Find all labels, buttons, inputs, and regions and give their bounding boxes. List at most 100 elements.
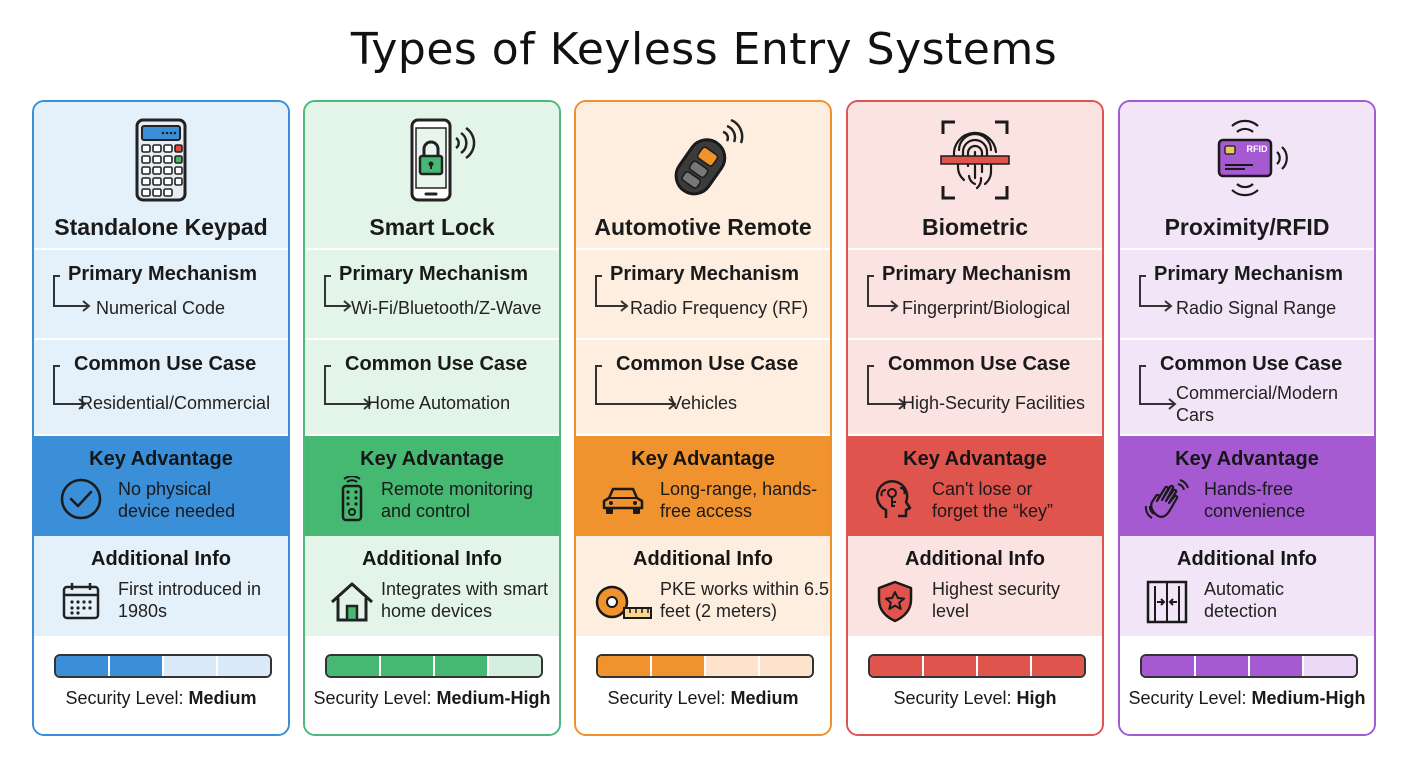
key-advantage-value: Can't lose or forget the “key”	[932, 479, 1054, 521]
use-case-section: Common Use Case Home Automation	[305, 340, 559, 436]
security-level-prefix: Security Level:	[1128, 688, 1252, 708]
additional-info-section: Additional Info Automatic detection	[1120, 536, 1374, 636]
use-case-section: Common Use Case Commercial/Modern Cars	[1120, 340, 1374, 436]
keypad-icon	[111, 116, 211, 206]
arrow-icon	[1139, 365, 1177, 410]
card-automotive-remote: Automotive Remote Primary Mechanism Radi…	[574, 100, 832, 736]
security-bar-segment	[1196, 656, 1250, 676]
security-level-value: Medium	[188, 688, 257, 708]
key-advantage-section: Key Advantage Hands-free convenience	[1120, 436, 1374, 536]
arrow-icon	[324, 275, 352, 312]
security-bar-segment	[1304, 656, 1356, 676]
security-level-bar	[868, 654, 1086, 678]
arrow-icon	[53, 365, 87, 410]
primary-mechanism-heading: Primary Mechanism	[1154, 263, 1343, 285]
rfid-card-icon: RFID	[1197, 116, 1297, 206]
security-bar-segment	[706, 656, 760, 676]
head-key-icon	[872, 476, 918, 522]
primary-mechanism-value: Wi-Fi/Bluetooth/Z-Wave	[351, 298, 542, 318]
security-bar-segment	[598, 656, 652, 676]
additional-info-heading: Additional Info	[633, 548, 773, 570]
key-advantage-section: Key Advantage Can't lose or forget the “…	[848, 436, 1102, 536]
key-advantage-heading: Key Advantage	[903, 448, 1047, 470]
security-bar-segment	[327, 656, 381, 676]
arrow-icon	[867, 365, 907, 410]
use-case-heading: Common Use Case	[1160, 353, 1343, 375]
key-advantage-section: Key Advantage Remote monitoring and cont…	[305, 436, 559, 536]
use-case-section: Common Use Case High-Security Facilities	[848, 340, 1102, 436]
additional-info-section: Additional Info Highest security level	[848, 536, 1102, 636]
security-level-prefix: Security Level:	[313, 688, 437, 708]
card-title: Standalone Keypad	[54, 214, 268, 240]
car-icon	[600, 476, 646, 522]
primary-mechanism-value: Fingerprint/Biological	[902, 298, 1071, 318]
cards-container: Standalone Keypad Primary Mechanism Nume…	[32, 100, 1378, 736]
key-advantage-value: Remote monitoring and control	[381, 479, 534, 521]
card-standalone-keypad: Standalone Keypad Primary Mechanism Nume…	[32, 100, 290, 736]
primary-mechanism-section: Primary Mechanism Numerical Code	[34, 250, 288, 340]
key-advantage-value: Long-range, hands-free access	[660, 479, 818, 521]
use-case-heading: Common Use Case	[345, 353, 528, 375]
primary-mechanism-section: Primary Mechanism Radio Signal Range	[1120, 250, 1374, 340]
security-bar-segment	[218, 656, 270, 676]
security-level-bar	[596, 654, 814, 678]
tape-measure-icon	[594, 578, 654, 624]
security-level-section: Security Level: Medium-High	[305, 636, 559, 734]
primary-mechanism-heading: Primary Mechanism	[68, 263, 257, 285]
security-bar-segment	[56, 656, 110, 676]
security-level-value: High	[1016, 688, 1057, 708]
card-title: Smart Lock	[369, 214, 495, 240]
use-case-heading: Common Use Case	[616, 353, 799, 375]
security-level-value: Medium-High	[1251, 688, 1366, 708]
primary-mechanism-section: Primary Mechanism Radio Frequency (RF)	[576, 250, 830, 340]
security-bar-segment	[1032, 656, 1084, 676]
primary-mechanism-value: Radio Frequency (RF)	[630, 298, 809, 318]
security-bar-segment	[489, 656, 541, 676]
primary-mechanism-value: Numerical Code	[96, 298, 226, 318]
key-advantage-section: Key Advantage No physical device needed	[34, 436, 288, 536]
primary-mechanism-heading: Primary Mechanism	[882, 263, 1071, 285]
card-proximity-rfid: RFID Proximity/RFID Primary Mechanism Ra…	[1118, 100, 1376, 736]
fingerprint-scanner-icon	[925, 116, 1025, 206]
card-title: Automotive Remote	[594, 214, 812, 240]
key-advantage-heading: Key Advantage	[631, 448, 775, 470]
additional-info-section: Additional Info Integrates with smart ho…	[305, 536, 559, 636]
key-advantage-value: No physical device needed	[118, 479, 236, 521]
key-advantage-value: Hands-free convenience	[1204, 479, 1306, 521]
checkmark-icon	[58, 476, 104, 522]
key-advantage-section: Key Advantage Long-range, hands-free acc…	[576, 436, 830, 536]
card-header: Automotive Remote	[576, 102, 830, 250]
use-case-section: Common Use Case Residential/Commercial	[34, 340, 288, 436]
security-level-value: Medium	[730, 688, 799, 708]
arrow-icon	[867, 275, 899, 312]
use-case-value: Home Automation	[367, 393, 511, 413]
key-advantage-heading: Key Advantage	[89, 448, 233, 470]
security-level-prefix: Security Level:	[65, 688, 189, 708]
arrow-icon	[1139, 275, 1173, 312]
security-level-prefix: Security Level:	[607, 688, 731, 708]
card-header: Standalone Keypad	[34, 102, 288, 250]
card-title: Proximity/RFID	[1164, 214, 1330, 240]
additional-info-heading: Additional Info	[91, 548, 231, 570]
additional-info-value: First introduced in 1980s	[118, 579, 262, 621]
use-case-value: Vehicles	[670, 393, 738, 413]
use-case-value: Residential/Commercial	[80, 393, 271, 413]
security-level-value: Medium-High	[436, 688, 551, 708]
key-advantage-heading: Key Advantage	[1175, 448, 1319, 470]
security-bar-segment	[1142, 656, 1196, 676]
primary-mechanism-heading: Primary Mechanism	[610, 263, 799, 285]
security-bar-segment	[870, 656, 924, 676]
security-level-section: Security Level: High	[848, 636, 1102, 734]
use-case-value: High-Security Facilities	[902, 393, 1086, 413]
security-bar-segment	[652, 656, 706, 676]
sliding-door-icon	[1144, 578, 1190, 624]
remote-control-icon	[329, 476, 375, 522]
smartphone-lock-icon	[382, 116, 482, 206]
security-level-label: Security Level: Medium-High	[305, 688, 559, 709]
card-header: Biometric	[848, 102, 1102, 250]
security-level-label: Security Level: Medium	[34, 688, 288, 709]
page-title: Types of Keyless Entry Systems	[350, 24, 1058, 75]
security-level-section: Security Level: Medium-High	[1120, 636, 1374, 734]
security-bar-segment	[110, 656, 164, 676]
additional-info-heading: Additional Info	[905, 548, 1045, 570]
